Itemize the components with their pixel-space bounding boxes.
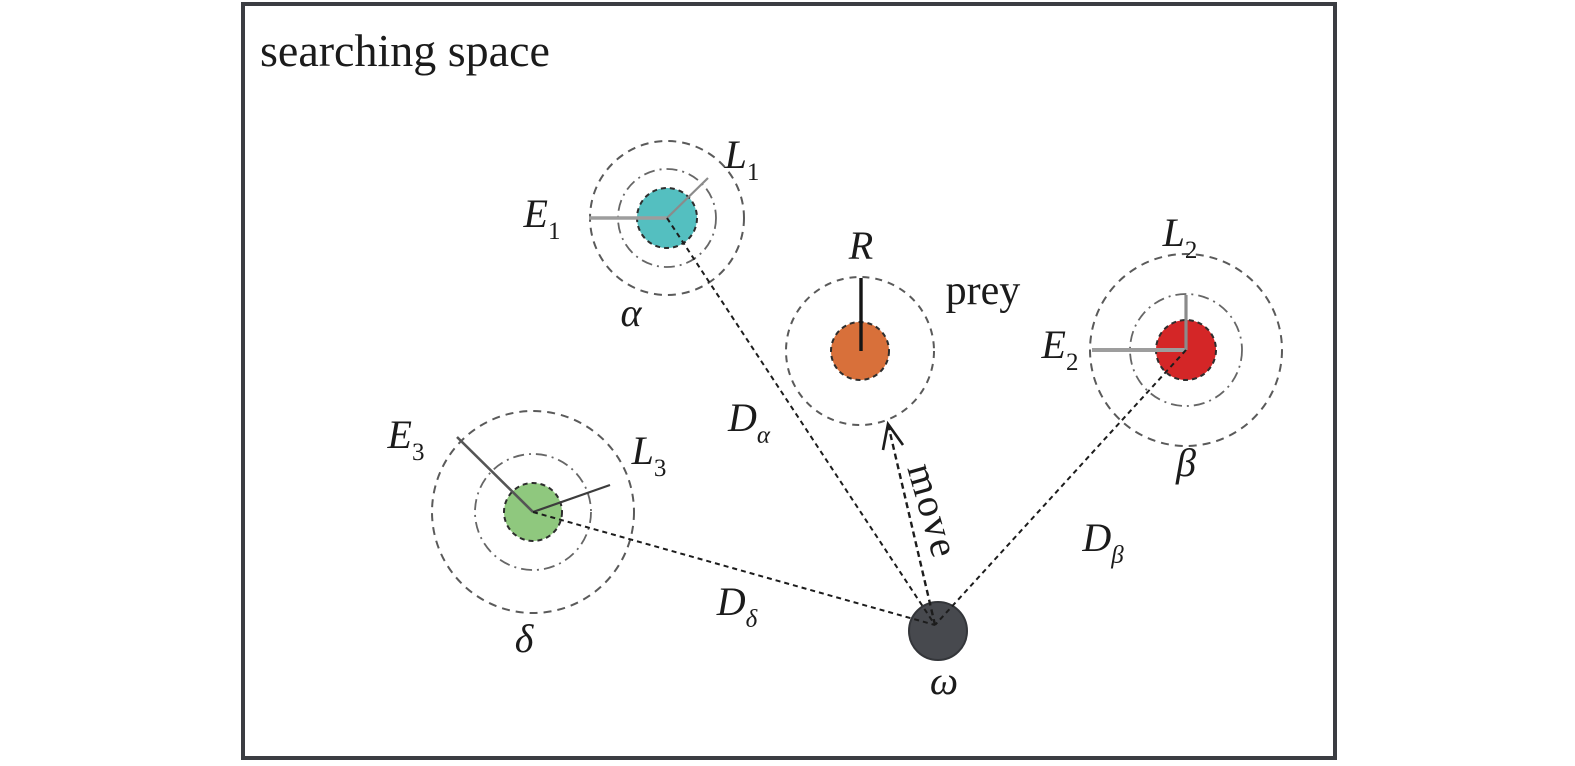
searching-space-border bbox=[241, 2, 1337, 760]
label-l1: L1 bbox=[724, 132, 760, 186]
label-delta-greek: δ bbox=[514, 616, 534, 661]
label-beta-greek: β bbox=[1176, 440, 1196, 485]
label-e2: E2 bbox=[1041, 322, 1079, 376]
d-alpha-line bbox=[666, 217, 936, 626]
label-d-beta: Dβ bbox=[1082, 515, 1124, 569]
label-e3-sub: 3 bbox=[411, 439, 425, 466]
label-d-delta-sub: δ bbox=[745, 606, 758, 633]
d-beta-line bbox=[934, 349, 1187, 626]
move-arrowhead-icon bbox=[881, 420, 905, 451]
label-alpha-greek: α bbox=[620, 290, 642, 335]
label-l3-letter: L bbox=[631, 428, 654, 473]
label-e2-letter: E bbox=[1041, 322, 1066, 367]
omega-wolf-circle bbox=[908, 601, 968, 661]
beta-inner-ring bbox=[1129, 293, 1243, 407]
label-e2-sub: 2 bbox=[1065, 349, 1079, 376]
delta-l-radius-line bbox=[532, 483, 611, 514]
label-l2-sub: 2 bbox=[1184, 237, 1198, 264]
label-l3: L3 bbox=[631, 428, 667, 482]
label-e1-sub: 1 bbox=[547, 218, 561, 245]
label-d-beta-letter: D bbox=[1082, 515, 1112, 560]
label-e3-letter: E bbox=[387, 412, 412, 457]
label-d-alpha-sub: α bbox=[756, 422, 771, 449]
label-prey-name: prey bbox=[945, 268, 1021, 314]
beta-outer-ring bbox=[1089, 253, 1283, 447]
label-l3-sub: 3 bbox=[653, 455, 667, 482]
alpha-inner-ring bbox=[617, 168, 717, 268]
alpha-l-radius-line bbox=[666, 177, 709, 219]
label-d-alpha: Dα bbox=[727, 395, 771, 449]
delta-inner-ring bbox=[474, 453, 592, 571]
label-e1: E1 bbox=[523, 191, 561, 245]
label-l1-sub: 1 bbox=[746, 159, 760, 186]
label-d-alpha-letter: D bbox=[727, 395, 757, 440]
label-omega-greek: ω bbox=[929, 658, 959, 703]
delta-e-radius-line bbox=[456, 436, 534, 513]
searching-space-title: searching space bbox=[260, 25, 550, 76]
label-d-delta-letter: D bbox=[716, 579, 746, 624]
label-prey-radius: R bbox=[848, 223, 874, 268]
label-e1-letter: E bbox=[523, 191, 548, 236]
label-e3: E3 bbox=[387, 412, 425, 466]
label-l1-letter: L bbox=[724, 132, 747, 177]
label-d-beta-sub: β bbox=[1111, 542, 1124, 569]
move-arrow-shaft bbox=[886, 423, 937, 626]
label-l2: L2 bbox=[1162, 210, 1198, 264]
prey-outer-ring bbox=[785, 276, 935, 426]
delta-outer-ring bbox=[431, 410, 635, 614]
d-delta-line bbox=[532, 511, 936, 626]
label-d-delta: Dδ bbox=[716, 579, 758, 633]
label-l2-letter: L bbox=[1162, 210, 1185, 255]
